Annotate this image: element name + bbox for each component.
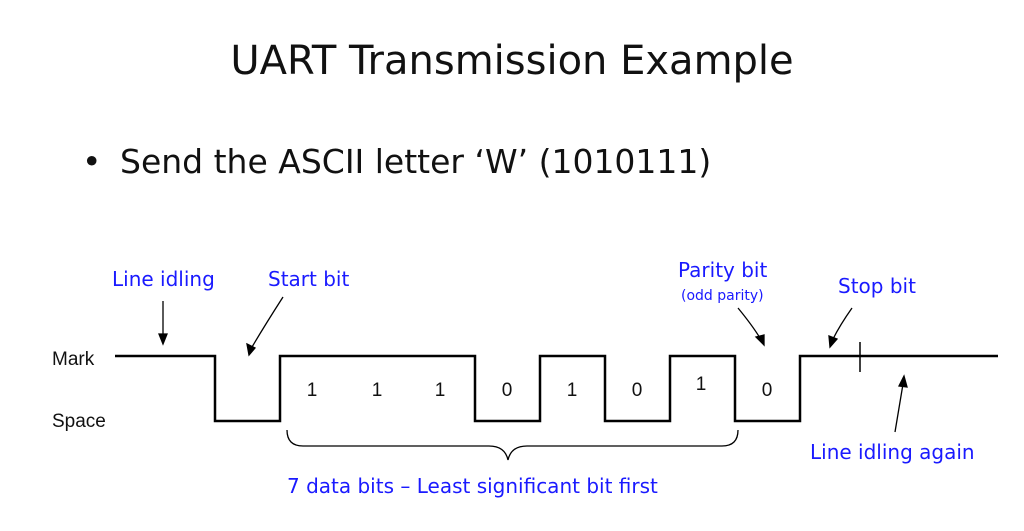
page-title: UART Transmission Example [230, 38, 794, 84]
parity-bit-arrow [737, 307, 761, 339]
bit-value: 1 [307, 380, 318, 401]
parity-bit-arrowhead [754, 334, 765, 347]
bit-value: 0 [632, 380, 643, 401]
start-bit-arrow [251, 296, 284, 348]
bullet-text: Send the ASCII letter ‘W’ (1010111) [120, 142, 712, 181]
space-label: Space [52, 411, 106, 432]
line-idling-again-arrow [894, 383, 904, 433]
line-idling-label: Line idling [112, 267, 215, 291]
stop-bit-arrowhead [828, 335, 839, 349]
start-bit-label: Start bit [268, 267, 349, 291]
bit-value: 1 [696, 374, 707, 395]
bit-value: 1 [567, 380, 578, 401]
bullet-marker: • [82, 142, 102, 181]
bit-value: 0 [762, 380, 773, 401]
line-idling-again-label: Line idling again [810, 440, 975, 464]
line-idling-again-arrowhead [898, 374, 908, 388]
bit-value: 1 [435, 380, 446, 401]
mark-label: Mark [52, 349, 95, 370]
line-idling-arrowhead [158, 333, 168, 346]
bit-value: 1 [372, 380, 383, 401]
data-bits-brace-label: 7 data bits – Least significant bit firs… [287, 474, 658, 498]
data-bits-brace [286, 429, 739, 461]
bullet-item: • Send the ASCII letter ‘W’ (1010111) [82, 142, 711, 181]
uart-signal-line [115, 354, 998, 423]
stop-bit-arrow [832, 307, 853, 340]
parity-note-label: (odd parity) [681, 288, 764, 304]
parity-bit-label: Parity bit [678, 258, 767, 282]
stop-bit-label: Stop bit [838, 274, 916, 298]
start-bit-arrowhead [246, 342, 257, 357]
bit-value: 0 [502, 380, 513, 401]
